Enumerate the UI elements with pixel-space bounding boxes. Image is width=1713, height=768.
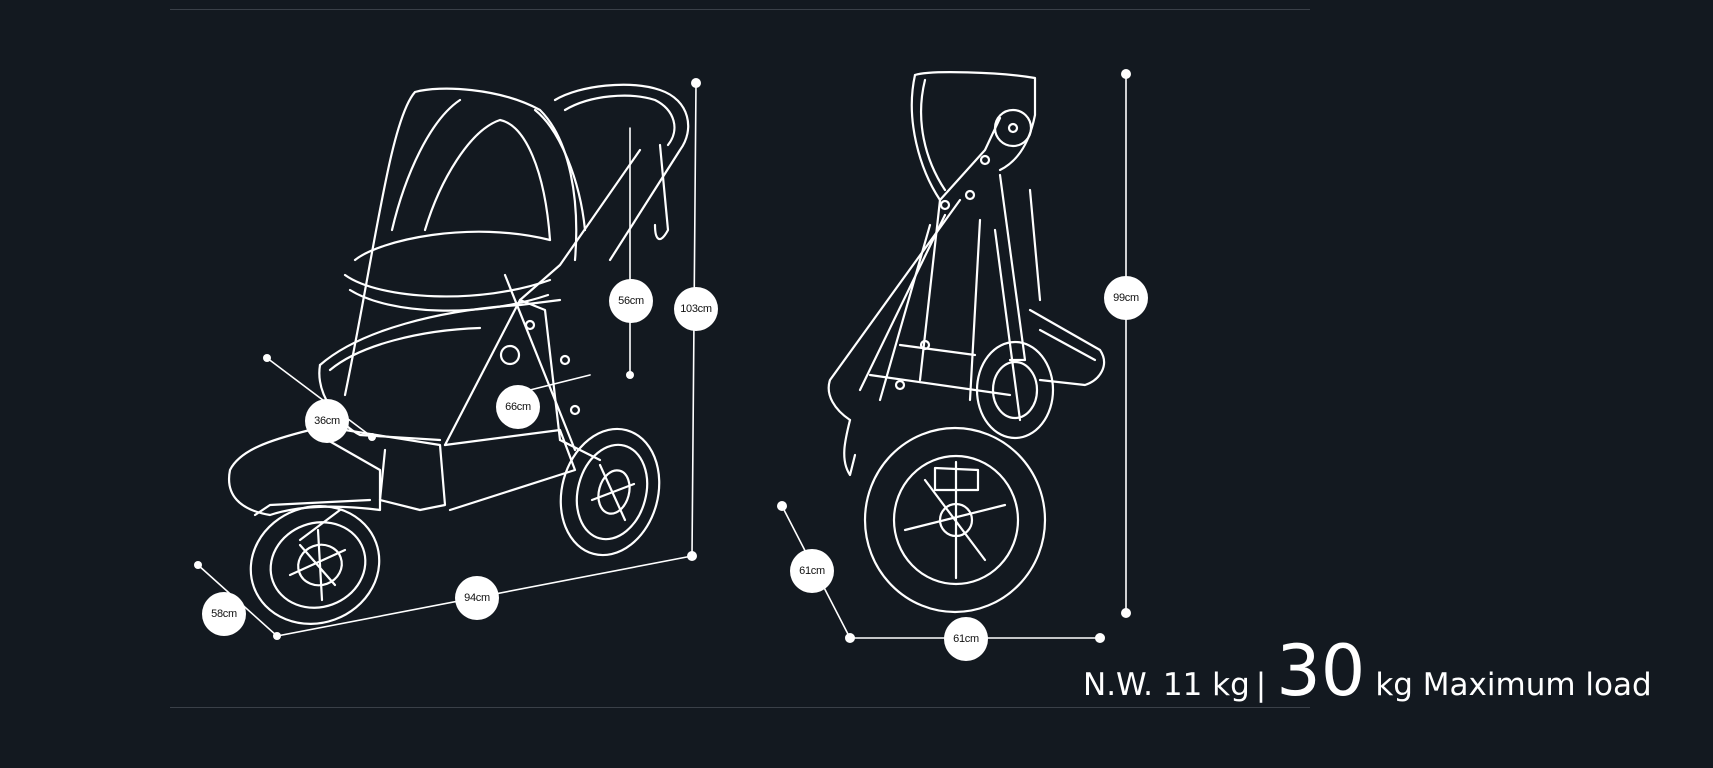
bottom-divider: [170, 707, 1310, 708]
weight-separator: |: [1255, 667, 1267, 703]
handle-height-badge: 56cm: [609, 279, 653, 323]
weight-caption: N.W. 11 kg | 30 kg Maximum load: [1083, 636, 1652, 716]
seat-depth-badge: 66cm: [496, 385, 540, 429]
net-weight-text: N.W. 11 kg: [1083, 667, 1250, 703]
top-divider: [170, 9, 1310, 10]
wheelbase-badge: 94cm: [455, 576, 499, 620]
open-stroller-illustration: [227, 83, 690, 625]
open-height-badge: 103cm: [674, 287, 718, 331]
dimension-endpoints: [194, 69, 1131, 643]
overall-width-badge: 58cm: [202, 592, 246, 636]
folded-height-badge: 99cm: [1104, 276, 1148, 320]
max-load-value: 30: [1276, 630, 1366, 712]
max-load-label: kg Maximum load: [1375, 667, 1652, 703]
folded-depth-badge: 61cm: [790, 549, 834, 593]
folded-stroller-illustration: [827, 71, 1106, 614]
seat-width-badge: 36cm: [305, 399, 349, 443]
folded-length-badge: 61cm: [944, 617, 988, 661]
